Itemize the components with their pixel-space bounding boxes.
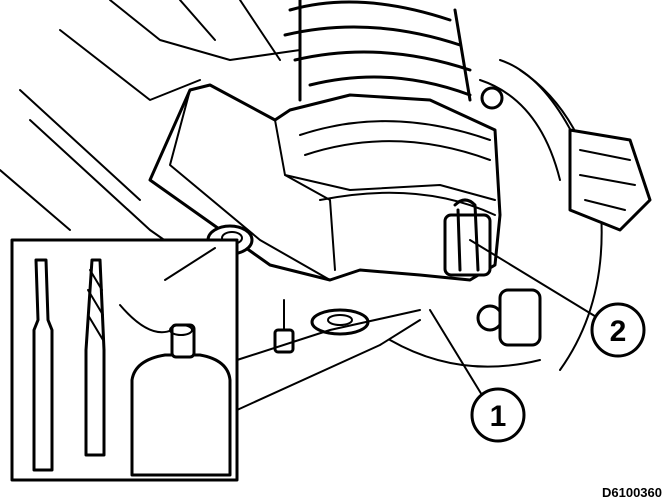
drift-punch-icon [32, 258, 54, 472]
mounting-bracket [443, 198, 492, 277]
callout-1: 1 [470, 387, 526, 443]
wheel-hub [389, 59, 603, 371]
spray-can-icon [130, 353, 232, 477]
brake-caliper [568, 128, 652, 232]
figure-code: D6100360 [602, 485, 662, 500]
leader-lines [164, 239, 599, 411]
tool-inset [10, 238, 239, 482]
callout-2: 2 [590, 302, 646, 358]
callout-2-label: 2 [610, 315, 627, 348]
lower-washer [310, 308, 370, 336]
callout-1-label: 1 [490, 400, 507, 433]
coil-spring [283, 0, 472, 102]
